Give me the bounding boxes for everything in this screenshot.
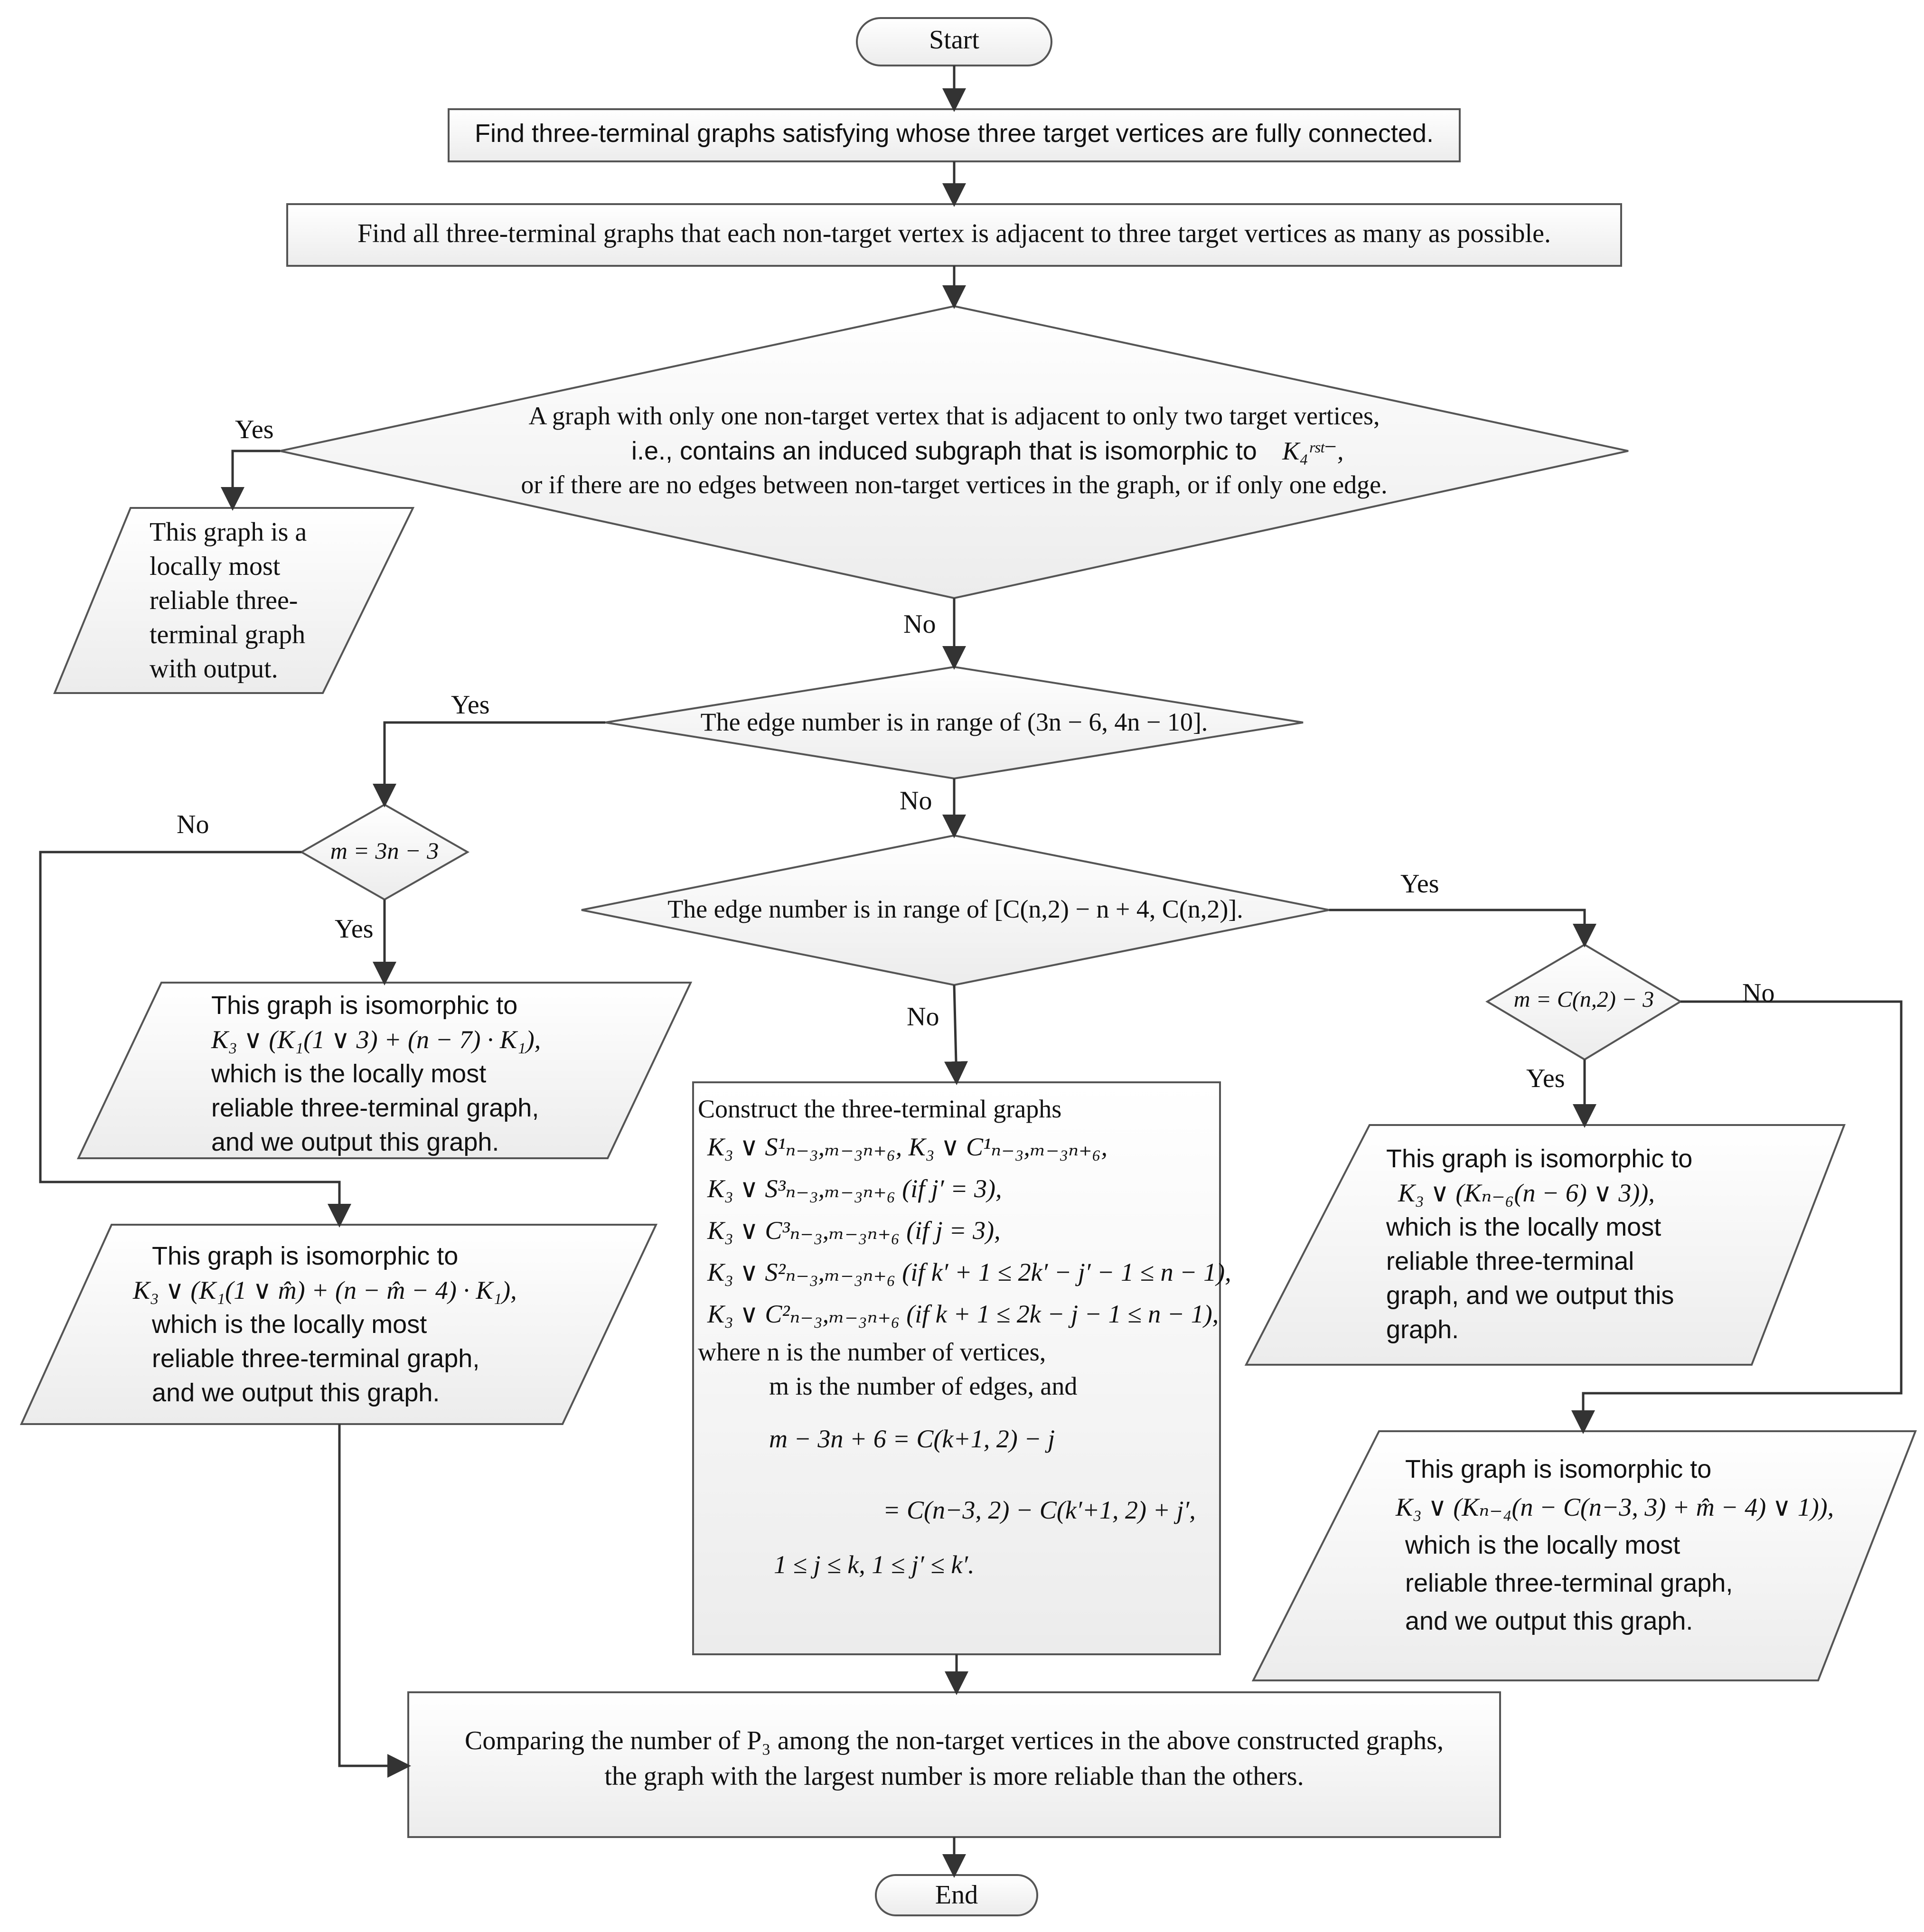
step2-text: Find all three-terminal graphs that each…	[357, 219, 1551, 248]
compare-line1: Comparing the number of P₃ among the non…	[465, 1726, 1444, 1755]
output1-line3: reliable three-	[150, 586, 298, 615]
output1-text: This graph is a locally most reliable th…	[150, 515, 307, 686]
no-label-decision4: No	[907, 1002, 939, 1032]
output5-formula: K₃ ∨ (Kₙ₋₄(n − C(n−3, 3) + m̂ − 4) ∨ 1))…	[1396, 1493, 1834, 1521]
output4-line5: graph, and we output this	[1386, 1281, 1674, 1310]
output2-line4: reliable three-terminal graph,	[211, 1094, 539, 1122]
output4-formula: K₃ ∨ (Kₙ₋₆(n − 6) ∨ 3)),	[1398, 1179, 1655, 1207]
output2-line3: which is the locally most	[211, 1060, 487, 1088]
arrow-decision4-construct	[944, 985, 968, 1085]
yes-label-decision2: Yes	[451, 690, 490, 720]
arrow-decision1-output1	[221, 450, 280, 511]
output1-line2: locally most	[150, 552, 281, 581]
construct-where-2: m is the number of edges, and	[769, 1372, 1078, 1400]
arrow-decision4-decision5	[1329, 909, 1596, 947]
output1-line4: terminal graph	[150, 620, 306, 649]
output1-line1: This graph is a	[150, 517, 307, 547]
end-label: End	[935, 1880, 978, 1910]
step1-text: Find three-terminal graphs satisfying wh…	[475, 119, 1434, 148]
yes-label-decision5: Yes	[1526, 1064, 1565, 1093]
output2-line1: This graph is isomorphic to	[211, 991, 518, 1020]
arrow-decision3-output3	[39, 851, 351, 1228]
step2-box	[286, 203, 1622, 267]
output5-line5: and we output this graph.	[1405, 1607, 1693, 1635]
start-label: Start	[929, 25, 979, 55]
construct-formula-2: K₃ ∨ S³ₙ₋₃,ₘ₋₃ₙ₊₆ (if j′ = 3),	[707, 1174, 1002, 1203]
output3-line3: which is the locally most	[152, 1310, 427, 1339]
output5-shape	[1251, 1430, 1917, 1681]
construct-eq-3: 1 ≤ j ≤ k, 1 ≤ j′ ≤ k′.	[774, 1550, 975, 1579]
construct-eq-1: m − 3n + 6 = C(k+1, 2) − j	[769, 1425, 1055, 1453]
decision4-text: The edge number is in range of [C(n,2) −…	[667, 895, 1243, 923]
decision1-line2-text: i.e., contains an induced subgraph that …	[631, 437, 1257, 465]
construct-eq-2: = C(n−3, 2) − C(k′+1, 2) + j′,	[883, 1496, 1196, 1524]
output2-shape	[76, 982, 693, 1159]
decision3-text: m = 3n − 3	[330, 837, 439, 864]
output4-line4: reliable three-terminal	[1386, 1247, 1634, 1275]
output4-line6: graph.	[1386, 1315, 1459, 1344]
output3-text: This graph is isomorphic to K₃ ∨ (K₁(1 ∨…	[133, 1239, 517, 1410]
construct-text: Construct the three-terminal graphs K₃ ∨…	[698, 1092, 1231, 1584]
output4-shape	[1244, 1124, 1846, 1366]
arrow-output3-compare	[338, 1424, 411, 1778]
output2-text: This graph is isomorphic to K₃ ∨ (K₁(1 ∨…	[211, 988, 541, 1159]
no-label-decision5: No	[1742, 978, 1775, 1008]
construct-formula-3: K₃ ∨ C³ₙ₋₃,ₘ₋₃ₙ₊₆ (if j = 3),	[707, 1216, 1001, 1245]
output5-line1: This graph is isomorphic to	[1405, 1455, 1712, 1483]
decision1-line1: A graph with only one non-target vertex …	[528, 402, 1380, 430]
output3-line4: reliable three-terminal graph,	[152, 1344, 480, 1373]
decision1-line2: i.e., contains an induced subgraph that …	[631, 436, 1344, 466]
arrow-decision5-output5	[1571, 1000, 1903, 1434]
decision1-line3: or if there are no edges between non-tar…	[521, 470, 1388, 499]
decision1-line2-math: K₄ʳˢᵗ⁻,	[1282, 437, 1344, 465]
output2-line5: and we output this graph.	[211, 1128, 499, 1156]
output3-line1: This graph is isomorphic to	[152, 1242, 459, 1270]
construct-box	[692, 1081, 1221, 1655]
decision5-text: m = C(n,2) − 3	[1513, 987, 1654, 1012]
output4-text: This graph is isomorphic to K₃ ∨ (Kₙ₋₆(n…	[1386, 1142, 1692, 1347]
construct-head: Construct the three-terminal graphs	[698, 1095, 1062, 1123]
yes-label-decision1: Yes	[235, 415, 274, 444]
output1-shape	[53, 507, 415, 694]
output3-line5: and we output this graph.	[152, 1379, 440, 1407]
output5-text: This graph is isomorphic to K₃ ∨ (Kₙ₋₄(n…	[1396, 1450, 1834, 1640]
construct-formula-4: K₃ ∨ S²ₙ₋₃,ₘ₋₃ₙ₊₆ (if k′ + 1 ≤ 2k′ − j′ …	[707, 1258, 1231, 1286]
no-label-decision1: No	[903, 610, 936, 639]
output4-line1: This graph is isomorphic to	[1386, 1144, 1693, 1173]
output5-line4: reliable three-terminal graph,	[1405, 1569, 1733, 1597]
no-label-decision2: No	[900, 786, 932, 816]
yes-label-decision4: Yes	[1400, 869, 1439, 899]
decision2-text: The edge number is in range of (3n − 6, …	[700, 708, 1208, 736]
construct-formula-5: K₃ ∨ C²ₙ₋₃,ₘ₋₃ₙ₊₆ (if k + 1 ≤ 2k − j − 1…	[707, 1300, 1219, 1328]
output3-formula: K₃ ∨ (K₁(1 ∨ m̂) + (n − m̂ − 4) · K₁),	[133, 1276, 517, 1304]
output2-formula: K₃ ∨ (K₁(1 ∨ 3) + (n − 7) · K₁),	[211, 1025, 541, 1054]
construct-formula-1: K₃ ∨ S¹ₙ₋₃,ₘ₋₃ₙ₊₆, K₃ ∨ C¹ₙ₋₃,ₘ₋₃ₙ₊₆,	[707, 1133, 1107, 1161]
no-label-decision3: No	[177, 810, 209, 839]
compare-line2: the graph with the largest number is mor…	[604, 1762, 1304, 1791]
yes-label-decision3: Yes	[335, 914, 374, 944]
output4-line3: which is the locally most	[1386, 1213, 1661, 1241]
construct-where-1: where n is the number of vertices,	[698, 1338, 1046, 1366]
output1-line5: with output.	[150, 654, 278, 684]
arrow-decision2-decision3	[373, 721, 605, 807]
output5-line3: which is the locally most	[1405, 1531, 1680, 1559]
output3-shape	[19, 1224, 658, 1425]
